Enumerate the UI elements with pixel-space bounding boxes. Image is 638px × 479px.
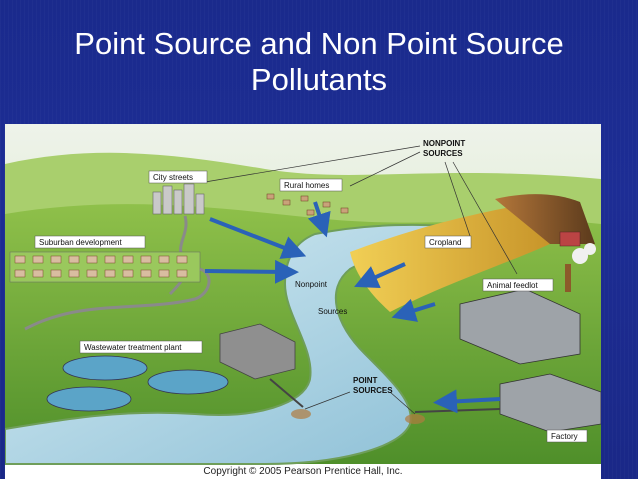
leader-rural	[349, 151, 421, 187]
factory-building	[459, 288, 601, 433]
copyright-notice: Copyright © 2005 Pearson Prentice Hall, …	[203, 466, 403, 477]
arrow-rural-homes	[307, 201, 331, 238]
label-nonpoint-sources-1: NONPOINT	[423, 139, 465, 148]
arrow-suburban	[204, 259, 299, 284]
label-city-streets: City streets	[153, 173, 193, 182]
suburban-road	[24, 267, 211, 331]
label-box-city	[148, 170, 208, 184]
label-box-rural	[279, 178, 343, 192]
label-nonpoint: Nonpoint	[295, 280, 328, 289]
label-box-factory	[546, 429, 588, 443]
arrow-city-streets	[209, 217, 307, 259]
label-nonpoint-sources-2: SOURCES	[423, 149, 463, 158]
leader-point-2	[389, 391, 416, 415]
label-box-suburban	[34, 235, 146, 249]
label-sources: Sources	[318, 307, 347, 316]
wastewater-plant	[46, 323, 296, 412]
arrow-cropland	[354, 262, 406, 289]
arrow-feedlot	[391, 298, 436, 322]
plowed-soil	[495, 194, 595, 244]
cropland-field	[350, 204, 550, 312]
slide-title: Point Source and Non Point Source Pollut…	[0, 26, 638, 98]
leader-point-1	[304, 391, 351, 410]
label-rural-homes: Rural homes	[284, 181, 329, 190]
label-factory: Factory	[551, 432, 578, 441]
arrow-factory	[433, 389, 501, 414]
label-wastewater-plant: Wastewater treatment plant	[84, 343, 182, 352]
slide-title-line-1: Point Source and Non Point Source	[74, 26, 564, 61]
discharge-plume-2	[405, 414, 425, 424]
leader-feedlot	[452, 161, 518, 275]
city-buildings	[152, 183, 205, 215]
wastewater-pipe	[269, 378, 304, 408]
slide-title-line-2: Pollutants	[250, 62, 388, 97]
label-suburban-development: Suburban development	[39, 238, 123, 247]
suburban-houses	[9, 251, 201, 283]
leader-city	[204, 145, 421, 183]
label-box-cropland	[424, 235, 472, 249]
pollution-diagram: City streets Rural homes Suburban develo…	[5, 124, 601, 479]
animal-feedlot	[559, 231, 596, 292]
discharge-plume-1	[291, 409, 311, 419]
label-box-wastewater	[79, 340, 203, 354]
leader-cropland	[444, 161, 471, 237]
label-animal-feedlot: Animal feedlot	[487, 281, 538, 290]
pollution-illustration: City streets Rural homes Suburban develo…	[5, 124, 601, 465]
label-point-sources-1: POINT	[353, 376, 378, 385]
label-cropland: Cropland	[429, 238, 461, 247]
label-point-sources-2: SOURCES	[353, 386, 393, 395]
label-box-feedlot	[482, 278, 554, 292]
